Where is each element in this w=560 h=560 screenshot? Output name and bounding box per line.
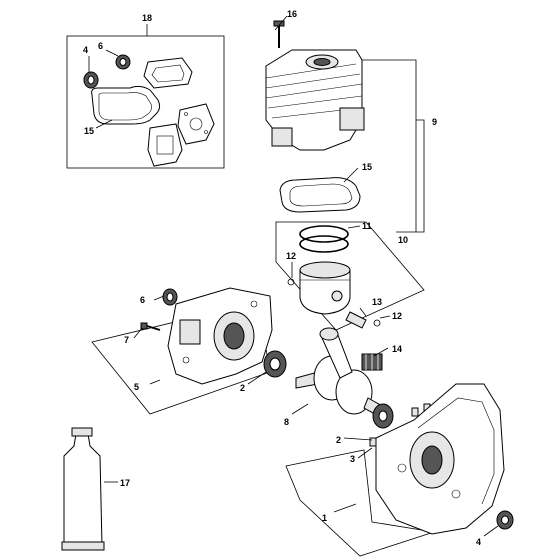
callout-6-kit: 6	[98, 41, 103, 51]
right-crankcase	[375, 383, 505, 535]
piston-rings	[299, 225, 349, 253]
bearing-left	[263, 350, 287, 378]
bearing-right	[372, 403, 394, 429]
callout-15-kit: 15	[84, 126, 94, 136]
sealant-tube	[61, 427, 105, 551]
callout-16: 16	[287, 9, 297, 19]
kit-gasket-exhaust	[143, 57, 193, 89]
callout-3: 3	[350, 454, 355, 464]
callout-17: 17	[120, 478, 130, 488]
circlip-right	[373, 319, 381, 327]
callout-12-top: 12	[286, 251, 296, 261]
cylinder-screw	[273, 20, 285, 48]
callout-1: 1	[322, 513, 327, 523]
needle-bearing	[361, 353, 383, 371]
callout-4: 4	[476, 537, 481, 547]
gasket-set-box	[66, 24, 225, 169]
callout-10: 10	[398, 235, 408, 245]
kit-gasket-muffler	[147, 123, 183, 167]
callout-6: 6	[140, 295, 145, 305]
kit-gasket-cylinder	[91, 85, 161, 125]
callout-18: 18	[142, 13, 152, 23]
piston	[299, 261, 351, 315]
oil-seal-right	[496, 510, 514, 530]
oil-seal-left	[162, 288, 178, 306]
callout-2-right: 2	[336, 435, 341, 445]
callout-2-left: 2	[240, 383, 245, 393]
callout-11: 11	[362, 221, 372, 231]
piston-pin	[345, 311, 367, 329]
callout-labels: 18 4 6 15 16 9 15 11 10 12 13 12 14 6 7 …	[83, 9, 481, 547]
callout-14: 14	[392, 344, 402, 354]
crankshaft	[295, 327, 387, 419]
circlip-left	[287, 278, 295, 286]
cylinder-gasket	[279, 177, 361, 213]
kit-gasket-intake	[177, 103, 215, 145]
left-crankcase	[167, 287, 273, 385]
callout-15: 15	[362, 162, 372, 172]
callout-5: 5	[134, 382, 139, 392]
callout-8: 8	[284, 417, 289, 427]
cylinder	[265, 49, 365, 151]
oil-seal-small	[83, 71, 99, 89]
callout-4-kit: 4	[83, 45, 88, 55]
leader-lines	[88, 15, 499, 537]
callout-12-bottom: 12	[392, 311, 402, 321]
callout-7: 7	[124, 335, 129, 345]
piston-set-box	[275, 221, 425, 331]
oil-seal-small-2	[115, 54, 131, 70]
callout-9: 9	[432, 117, 437, 127]
screw-7	[140, 322, 161, 331]
callout-13: 13	[372, 297, 382, 307]
